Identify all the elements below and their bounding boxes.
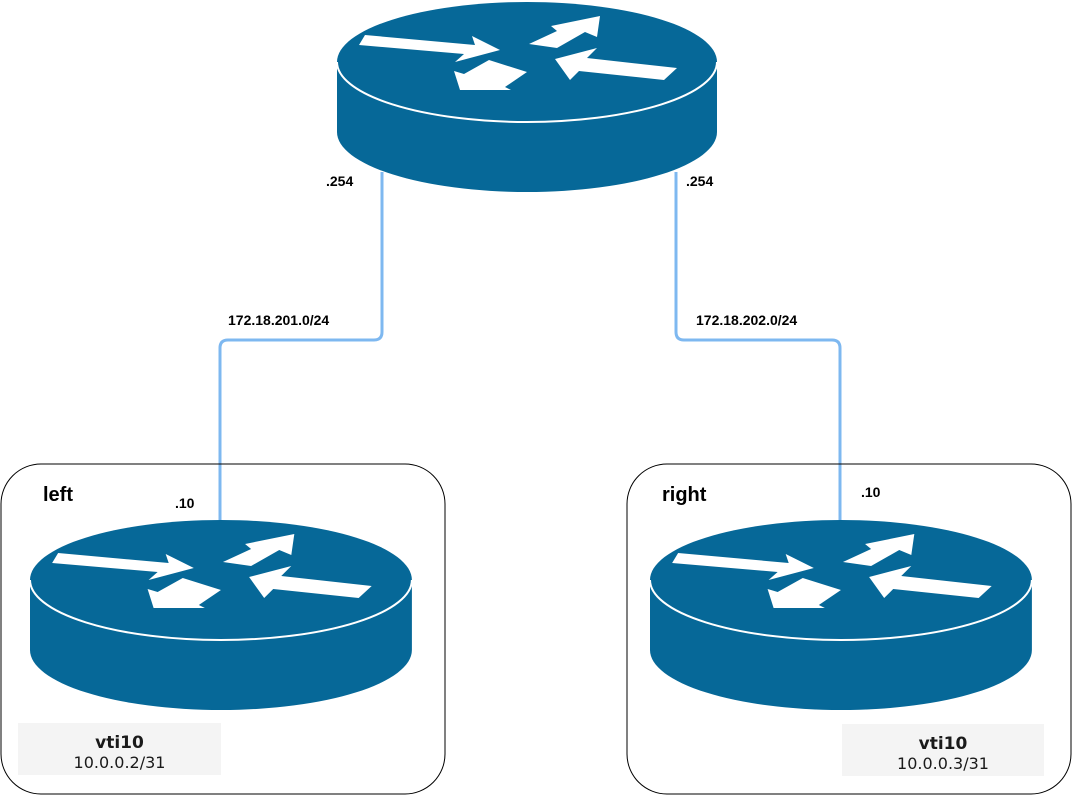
right-router-icon[interactable] bbox=[648, 518, 1033, 712]
left-interface-address: 10.0.0.2/31 bbox=[73, 753, 166, 772]
right-interface-address: 10.0.0.3/31 bbox=[897, 754, 989, 773]
right-router-link-ip: .10 bbox=[861, 484, 881, 500]
core-left-ip-label: .254 bbox=[326, 173, 354, 189]
core-router-icon[interactable] bbox=[336, 1, 718, 193]
core-right-ip-label: .254 bbox=[686, 173, 714, 189]
left-interface-name: vti10 bbox=[95, 733, 144, 753]
left-router-name: left bbox=[43, 484, 73, 506]
right-router-name: right bbox=[662, 484, 707, 506]
left-subnet-label: 172.18.201.0/24 bbox=[228, 312, 330, 328]
left-router-icon[interactable] bbox=[28, 518, 413, 712]
link-core-right bbox=[674, 172, 842, 520]
right-subnet-label: 172.18.202.0/24 bbox=[696, 312, 798, 328]
left-interface-box: vti10 10.0.0.2/31 bbox=[18, 723, 221, 775]
left-router-link-ip: .10 bbox=[175, 495, 195, 511]
link-core-left bbox=[218, 172, 384, 520]
right-router-group[interactable] bbox=[626, 463, 1072, 795]
right-interface-name: vti10 bbox=[918, 734, 968, 754]
left-router-group[interactable] bbox=[0, 463, 446, 795]
right-interface-box: vti10 10.0.0.3/31 bbox=[842, 724, 1044, 776]
